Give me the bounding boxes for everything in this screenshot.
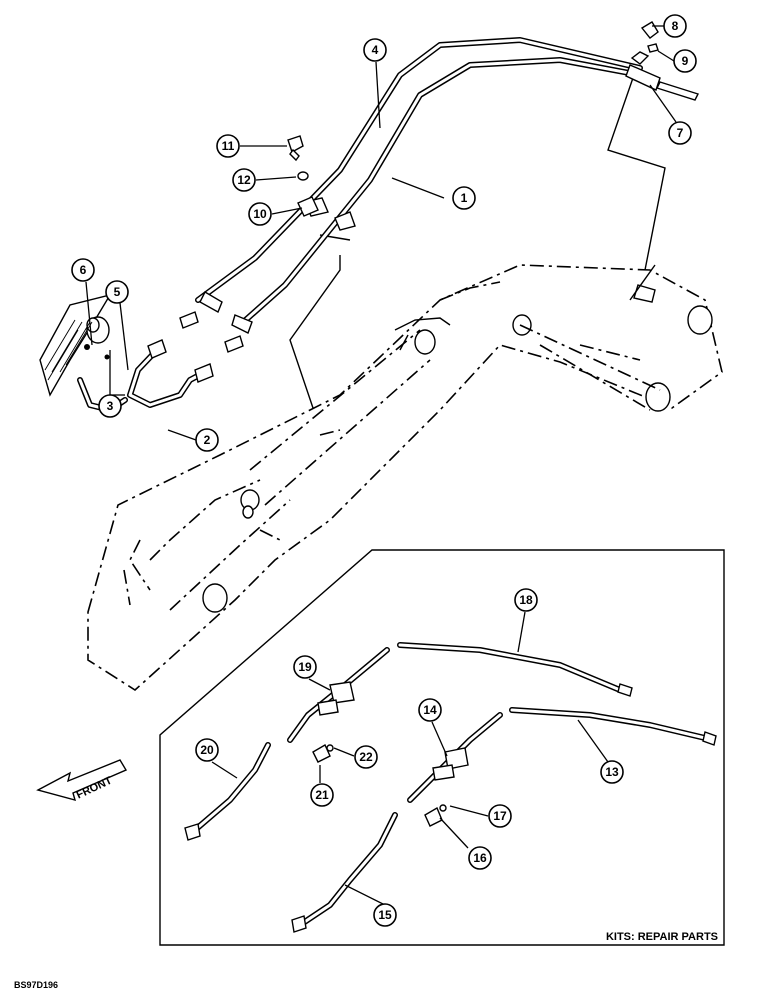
callout-9: 9 xyxy=(673,49,697,73)
svg-text:13: 13 xyxy=(605,765,619,779)
svg-text:9: 9 xyxy=(682,54,689,68)
callout-11: 11 xyxy=(216,134,240,158)
boom-cylinder xyxy=(123,317,661,606)
callout-17: 17 xyxy=(488,804,512,828)
boom-outline xyxy=(87,264,723,692)
hose-assembly xyxy=(179,37,699,353)
svg-text:6: 6 xyxy=(80,263,87,277)
callout-7: 7 xyxy=(668,121,692,145)
callout-3: 3 xyxy=(98,394,122,418)
kit-label: KITS: REPAIR PARTS xyxy=(606,931,718,943)
reference-lines xyxy=(289,74,666,409)
svg-text:15: 15 xyxy=(378,908,392,922)
callout-21: 21 xyxy=(310,783,334,807)
callout-15: 15 xyxy=(373,903,397,927)
lower-hoses xyxy=(39,293,214,413)
svg-text:2: 2 xyxy=(204,433,211,447)
callout-22: 22 xyxy=(354,745,378,769)
callout-4: 4 xyxy=(363,38,387,62)
callout-16: 16 xyxy=(468,846,492,870)
callout-18: 18 xyxy=(514,588,538,612)
svg-text:19: 19 xyxy=(298,660,312,674)
svg-text:10: 10 xyxy=(253,207,267,221)
callout-20: 20 xyxy=(195,738,219,762)
svg-text:5: 5 xyxy=(114,285,121,299)
callout-14: 14 xyxy=(418,698,442,722)
svg-text:4: 4 xyxy=(372,43,379,57)
svg-text:14: 14 xyxy=(423,703,437,717)
callout-5: 5 xyxy=(105,280,129,304)
svg-text:17: 17 xyxy=(493,809,507,823)
callout-19: 19 xyxy=(293,655,317,679)
hardware xyxy=(287,21,659,217)
svg-text:20: 20 xyxy=(200,743,214,757)
svg-text:8: 8 xyxy=(672,19,679,33)
document-code: BS97D196 xyxy=(14,980,58,990)
callout-leaders xyxy=(85,25,677,905)
svg-text:1: 1 xyxy=(461,191,468,205)
svg-text:3: 3 xyxy=(107,399,114,413)
svg-text:11: 11 xyxy=(222,139,235,153)
svg-text:21: 21 xyxy=(315,788,329,802)
svg-text:22: 22 xyxy=(359,750,373,764)
callout-13: 13 xyxy=(600,760,624,784)
svg-text:7: 7 xyxy=(677,126,684,140)
svg-text:18: 18 xyxy=(519,593,533,607)
callout-2: 2 xyxy=(195,428,219,452)
front-arrow: FRONT xyxy=(36,759,128,802)
svg-text:16: 16 xyxy=(473,851,487,865)
callout-8: 8 xyxy=(663,14,687,38)
callout-10: 10 xyxy=(248,202,272,226)
callout-6: 6 xyxy=(71,258,95,282)
kit-inset xyxy=(159,549,725,946)
svg-text:12: 12 xyxy=(237,173,251,187)
callout-1: 1 xyxy=(452,186,476,210)
callout-12: 12 xyxy=(232,168,256,192)
